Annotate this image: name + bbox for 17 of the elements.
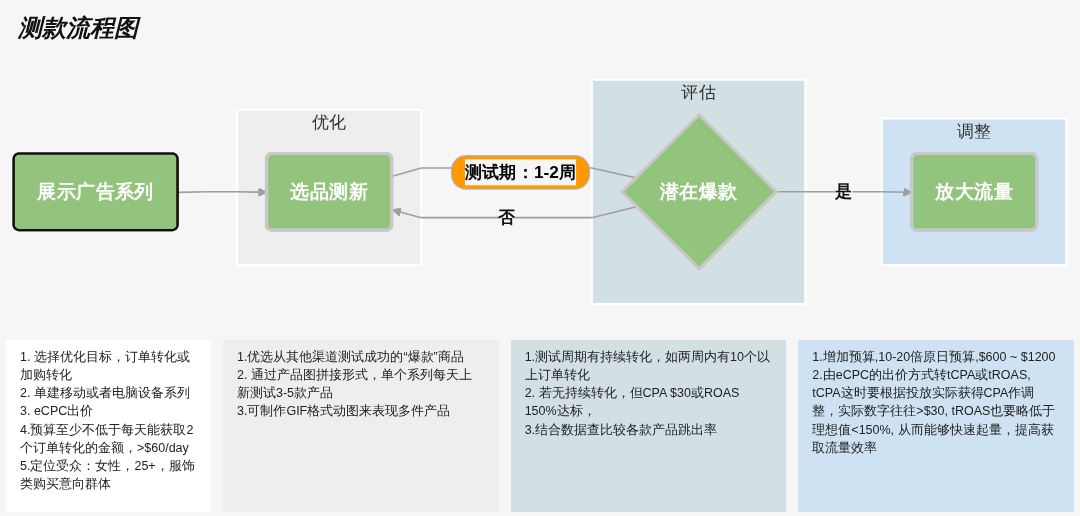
note-text: 1.优选从其他渠道测试成功的“爆款”商品	[237, 349, 465, 366]
note-text: 1.增加预算,10-20倍原日预算,$600 ~ $1200	[812, 349, 1057, 366]
note-text: 2. 通过产品图拼接形式，单个系列每天上新测试3-5款产品	[237, 367, 473, 403]
note-text: 4.预算至少不低于每天能获取2个订单转化的金额，>$60/day	[20, 421, 195, 457]
note-text: 2.由eCPC的出价方式转tCPA或tROAS, tCPA这时要根据投放实际获得CPA作调整，实际数字往往>$30, tROAS也要略低于理想值<150%, 从而能够快速起量，提高获取流量效率	[812, 367, 1057, 457]
note-text: 2. 若无持续转化，但CPA $30或ROAS 150%达标，	[524, 385, 741, 421]
edge-label: 测试期：1-2周	[464, 162, 577, 182]
edge-label: 否	[497, 208, 516, 227]
note-text: 3.结合数据查比较各款产品跳出率	[524, 421, 719, 439]
note-text: 2. 单建移动或者电脑设备系列	[20, 385, 191, 403]
node-diamond: 潜在爆款	[619, 112, 779, 272]
note-text: 3.可制作GIF格式动图来表现多件产品	[237, 403, 452, 421]
edge-label: 是	[835, 182, 853, 201]
note-text: 1.测试周期有持续转化，如两周内有10个以上订单转化	[524, 349, 771, 385]
note-text: 1. 选择优化目标，订单转化或加购转化	[20, 349, 191, 385]
note-text: 3. eCPC出价	[20, 403, 95, 421]
note-text: 5.定位受众：女性，25+，服饰类购买意向群体	[20, 457, 196, 493]
